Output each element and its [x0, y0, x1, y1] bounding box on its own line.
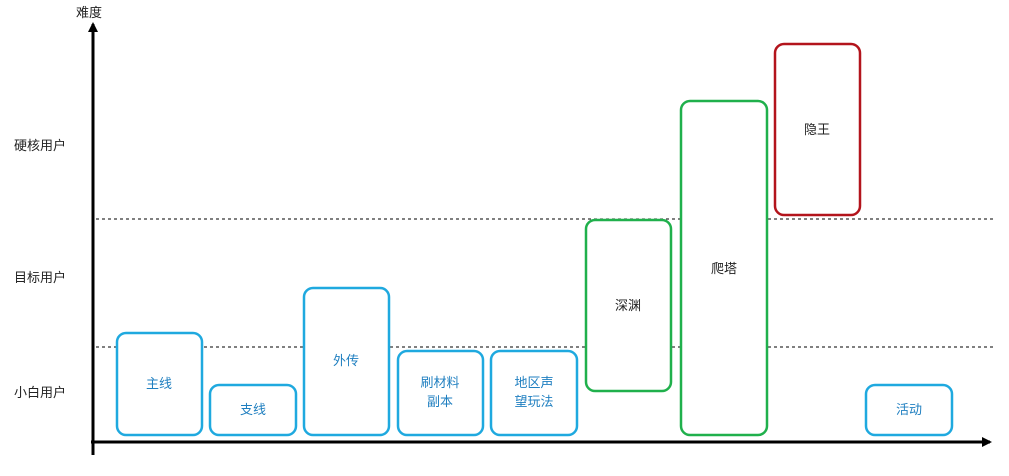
block-regional-reputation: 地区声 望玩法	[489, 349, 579, 437]
block-side-story-label: 支线	[240, 403, 266, 418]
block-events-label: 活动	[896, 403, 922, 418]
block-material-dungeon-label-line2: 副本	[427, 395, 453, 410]
block-biography: 外传	[302, 286, 391, 437]
block-tower-label: 爬塔	[711, 262, 737, 277]
block-biography-label: 外传	[333, 354, 359, 369]
block-hidden-king-label: 隐王	[804, 123, 830, 138]
tier-label-novice: 小白用户	[14, 385, 66, 401]
block-tower: 爬塔	[679, 99, 769, 437]
block-material-dungeon: 刷材料 副本	[396, 349, 485, 437]
block-main-story: 主线	[115, 331, 204, 437]
block-abyss: 深渊	[584, 218, 673, 393]
block-events: 活动	[864, 383, 954, 437]
block-material-dungeon-label-line1: 刷材料	[420, 376, 459, 391]
tier-label-hardcore: 硬核用户	[14, 138, 66, 154]
y-axis-label: 难度	[76, 5, 102, 21]
block-regional-reputation-label-line1: 地区声	[514, 376, 553, 391]
tier-label-target: 目标用户	[14, 270, 66, 286]
block-regional-reputation-label-line2: 望玩法	[514, 394, 553, 410]
block-main-story-label: 主线	[146, 377, 172, 392]
block-hidden-king: 隐王	[773, 42, 862, 217]
block-side-story: 支线	[208, 383, 298, 437]
block-abyss-label: 深渊	[615, 299, 641, 314]
